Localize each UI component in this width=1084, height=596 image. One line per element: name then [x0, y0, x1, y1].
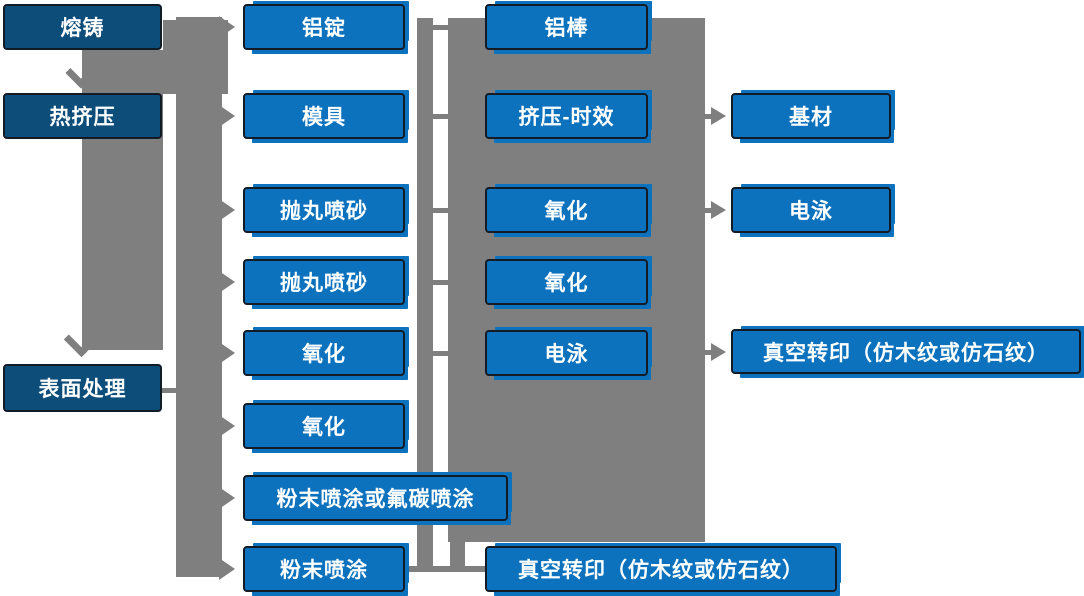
node-powder-coating: 粉末喷涂	[243, 546, 405, 592]
node-powder-or-fluorocarbon-coating: 粉末喷涂或氟碳喷涂	[243, 475, 508, 521]
node-surface-treatment: 表面处理	[3, 364, 162, 412]
arrowhead-right-oxidation-c2a-icon	[219, 342, 235, 364]
node-substrate: 基材	[731, 93, 891, 139]
connector-stub-row4	[432, 280, 449, 285]
node-oxidation-c2b: 氧化	[243, 403, 405, 449]
node-melting-casting: 熔铸	[3, 4, 162, 50]
node-oxidation-c3b: 氧化	[485, 259, 648, 305]
connector-middle-vertical-bus	[417, 18, 433, 570]
arrowhead-right-mold-icon	[219, 105, 235, 127]
arrowhead-right-powder-fluorocarbon-icon	[219, 487, 235, 509]
connector-backdrop-drop	[450, 542, 465, 570]
connector-surface-treatment-stub	[160, 388, 179, 393]
arrowhead-right-oxidation-c2b-icon	[219, 415, 235, 437]
node-hot-extrusion: 热挤压	[3, 93, 162, 139]
arrowhead-right-vacuum-transfer-c4-icon	[711, 343, 726, 361]
node-extrusion-aging: 挤压-时效	[485, 93, 648, 139]
connector-bottom-horizontal	[408, 566, 487, 572]
arrowhead-right-shot-blasting-2-icon	[219, 271, 235, 293]
node-vacuum-transfer-c4: 真空转印（仿木纹或仿石纹）	[731, 329, 1081, 374]
arrowhead-right-aluminum-ingot-icon	[219, 16, 235, 38]
node-shot-blasting-1: 抛丸喷砂	[243, 187, 405, 233]
node-aluminum-ingot: 铝锭	[243, 4, 405, 50]
node-oxidation-c2a: 氧化	[243, 330, 405, 376]
connector-stub-row1	[432, 25, 449, 30]
connector-column2-vertical-bus	[176, 17, 222, 577]
node-electrophoresis-c3: 电泳	[485, 330, 648, 376]
node-shot-blasting-2: 抛丸喷砂	[243, 259, 405, 305]
node-aluminum-rod: 铝棒	[485, 4, 648, 50]
connector-stub-row5	[432, 351, 449, 356]
arrowhead-right-shot-blasting-1-icon	[219, 199, 235, 221]
arrowhead-right-powder-coating-icon	[219, 558, 235, 580]
node-vacuum-transfer-c3: 真空转印（仿木纹或仿石纹）	[485, 546, 837, 592]
connector-stub-row2	[432, 114, 449, 119]
node-mold: 模具	[243, 93, 405, 139]
connector-stub-row3	[432, 208, 449, 213]
connector-electrophoresis-c4-stub	[703, 208, 713, 213]
connector-vacuum-transfer-c4-stub	[703, 350, 713, 355]
node-electrophoresis-c4: 电泳	[731, 187, 891, 233]
node-oxidation-c3a: 氧化	[485, 187, 648, 233]
connector-substrate-stub	[703, 114, 713, 119]
arrowhead-right-substrate-icon	[711, 107, 726, 125]
arrowhead-right-electrophoresis-c4-icon	[711, 201, 726, 219]
